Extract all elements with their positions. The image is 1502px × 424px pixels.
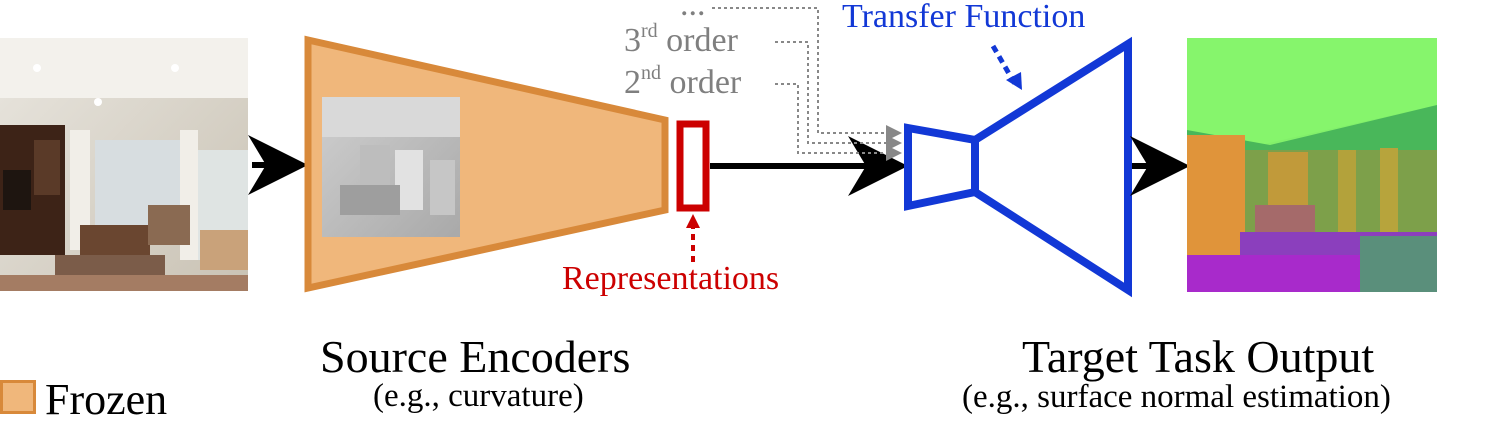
transfer-function-label: Transfer Function: [842, 0, 1086, 35]
target-output-example: (e.g., surface normal estimation): [962, 379, 1391, 415]
source-encoders-example: (e.g., curvature): [373, 378, 584, 414]
order-2-number: 2: [624, 64, 641, 101]
frozen-legend-swatch: [0, 380, 36, 414]
transfer-pointer-head: [1006, 72, 1022, 90]
order-3-number: 3: [624, 22, 641, 59]
order-3-label: 3rd order: [624, 21, 738, 59]
frozen-legend-label: Frozen: [45, 375, 168, 424]
order-3-word: order: [666, 22, 738, 59]
representation-bar: [676, 120, 710, 212]
output-image: [1187, 38, 1437, 292]
input-image: [0, 38, 248, 291]
ellipsis-label: ...: [680, 0, 706, 23]
target-output-title: Target Task Output: [1022, 331, 1375, 382]
source-encoders-title: Source Encoders: [320, 331, 631, 382]
order-3-suffix: rd: [641, 20, 658, 42]
representations-label: Representations: [562, 260, 780, 297]
representations-pointer-head: [686, 214, 700, 228]
order-2-word: order: [669, 64, 742, 101]
curvature-image: [322, 97, 460, 237]
order-2-label: 2nd order: [624, 63, 742, 101]
transfer-decoder-shape: [971, 36, 1132, 298]
order-2-suffix: nd: [641, 62, 661, 84]
transfer-encoder-shape: [904, 123, 979, 211]
higher-order-connectors: [712, 7, 902, 161]
